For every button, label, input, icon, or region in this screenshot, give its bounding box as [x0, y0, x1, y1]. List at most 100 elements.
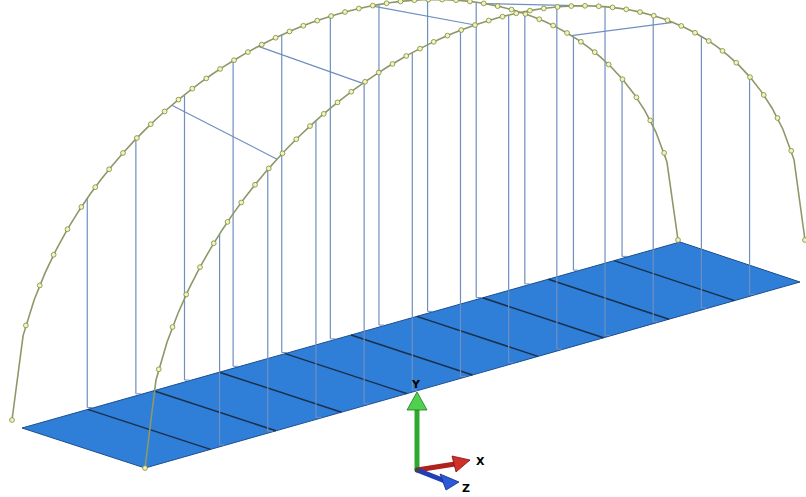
mesh-node	[583, 3, 588, 8]
mesh-node	[390, 62, 395, 67]
mesh-node	[10, 418, 15, 423]
mesh-node	[225, 219, 230, 224]
mesh-node	[706, 39, 711, 44]
mesh-node	[500, 14, 505, 19]
mesh-node	[665, 18, 670, 23]
mesh-node	[156, 367, 161, 372]
hanger-cable	[378, 4, 379, 325]
mesh-node	[384, 1, 389, 6]
hanger-cable	[219, 234, 220, 445]
mesh-node	[321, 111, 326, 116]
mesh-node	[376, 70, 381, 75]
mesh-node	[803, 238, 806, 243]
cross-brace	[571, 22, 673, 35]
cross-brace	[258, 46, 362, 83]
mesh-node	[693, 30, 698, 35]
mesh-node	[412, 0, 417, 3]
mesh-node	[481, 1, 486, 6]
hanger-anchor	[573, 270, 578, 271]
mesh-node	[459, 28, 464, 33]
hanger-anchor	[750, 294, 755, 295]
mesh-node	[620, 77, 625, 82]
hanger-cable	[749, 77, 750, 295]
mesh-node	[662, 151, 667, 156]
mesh-node	[273, 35, 278, 40]
mesh-node	[266, 166, 271, 171]
mesh-node	[528, 8, 533, 13]
mesh-node	[648, 118, 653, 123]
mesh-node	[37, 283, 42, 288]
axis-label: X	[476, 456, 484, 467]
mesh-node	[679, 24, 684, 29]
mesh-node	[541, 6, 546, 11]
mesh-node	[93, 185, 98, 190]
mesh-node	[610, 5, 615, 10]
mesh-node	[329, 14, 334, 19]
axis-label: Z	[462, 483, 470, 494]
mesh-node	[445, 33, 450, 38]
mesh-node	[537, 17, 542, 22]
mesh-node	[23, 323, 28, 328]
mesh-node	[454, 0, 459, 3]
hanger-anchor	[653, 321, 658, 322]
hanger-anchor	[330, 338, 335, 339]
x-axis-arrow	[417, 464, 455, 470]
mesh-node	[431, 39, 436, 44]
hanger-cable	[427, 0, 428, 311]
mesh-node	[356, 6, 361, 11]
hanger-cable	[701, 36, 702, 308]
hanger-cable	[412, 53, 413, 390]
hanger-cable	[330, 16, 331, 339]
hanger-anchor	[316, 417, 321, 418]
hanger-anchor	[220, 444, 225, 445]
mesh-node	[143, 466, 148, 471]
cross-brace	[172, 105, 277, 159]
mesh-node	[211, 241, 216, 246]
mesh-node	[426, 0, 431, 2]
deck-joint	[219, 372, 341, 412]
mesh-node	[280, 151, 285, 156]
arch-rib	[145, 6, 805, 468]
mesh-node	[343, 10, 348, 15]
hanger-cable	[524, 14, 525, 284]
hanger-anchor	[364, 403, 369, 404]
mesh-node	[651, 13, 656, 18]
mesh-node	[107, 167, 112, 172]
mesh-node	[578, 39, 583, 44]
mesh-node	[569, 4, 574, 9]
mesh-node	[565, 31, 570, 36]
mesh-node	[162, 109, 167, 114]
deck-joint	[417, 316, 538, 356]
mesh-node	[592, 50, 597, 55]
mesh-node	[363, 79, 368, 84]
mesh-node	[495, 4, 500, 9]
mesh-node	[370, 3, 375, 8]
x-axis-head	[452, 456, 470, 472]
hanger-cable	[476, 2, 477, 297]
mesh-node	[473, 23, 478, 28]
mesh-node	[720, 48, 725, 53]
mesh-node	[734, 60, 739, 65]
hanger-anchor	[509, 362, 514, 363]
mesh-node	[176, 97, 181, 102]
deck-joint	[614, 261, 734, 301]
mesh-node	[232, 58, 237, 63]
mesh-node	[551, 23, 556, 28]
hanger-anchor	[268, 431, 273, 432]
hanger-cable	[364, 82, 365, 403]
mesh-node	[748, 75, 753, 80]
hanger-anchor	[379, 325, 384, 326]
mesh-node	[624, 7, 629, 12]
hanger-anchor	[557, 349, 562, 350]
mesh-node	[509, 7, 514, 12]
hanger-cable	[281, 35, 282, 353]
mesh-node	[259, 42, 264, 47]
mesh-node	[418, 46, 423, 51]
hanger-cable	[135, 139, 136, 394]
hanger-anchor	[605, 335, 610, 336]
mesh-node	[398, 0, 403, 4]
z-axis-head	[440, 474, 459, 490]
mesh-node	[294, 137, 299, 142]
hanger-cable	[621, 79, 622, 257]
